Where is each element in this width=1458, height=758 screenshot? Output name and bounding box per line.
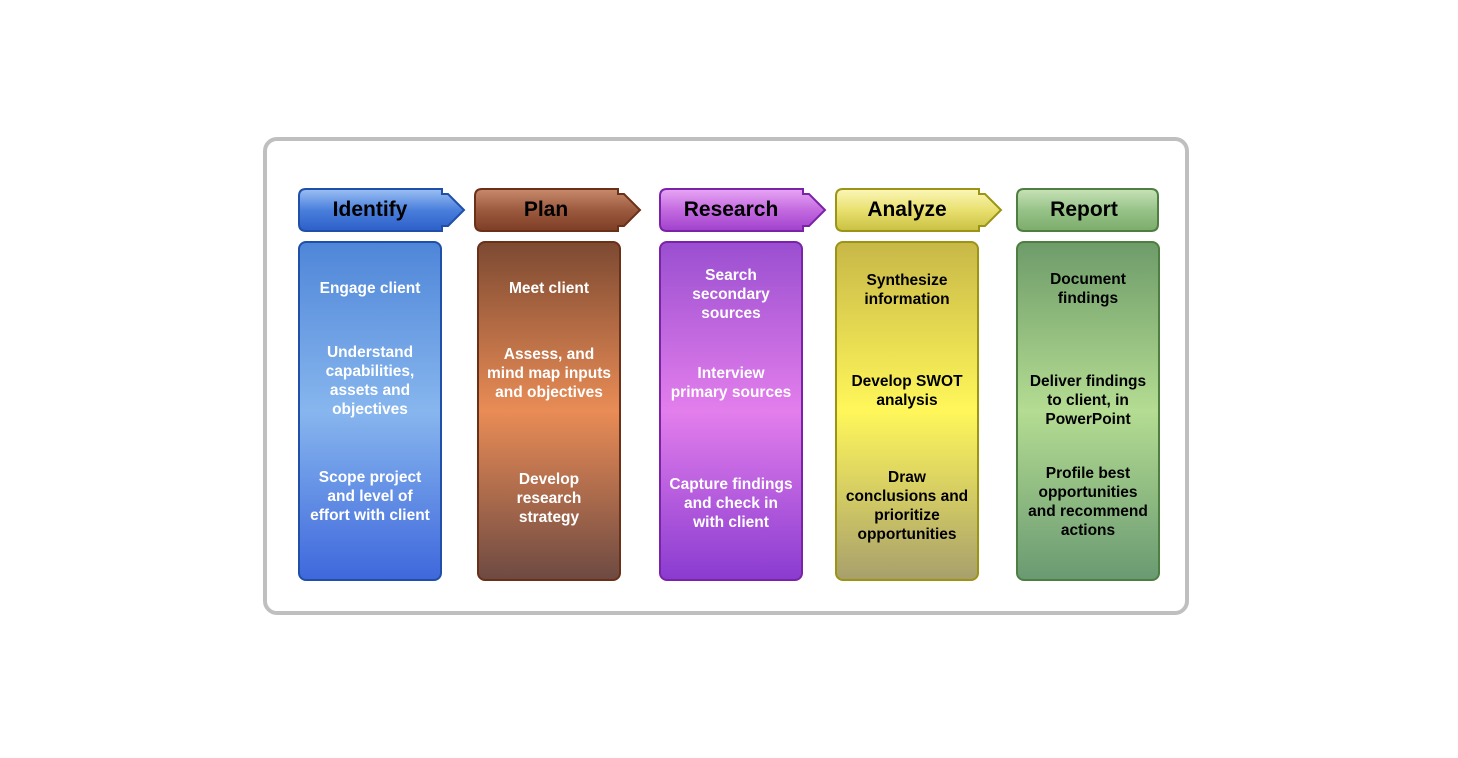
- stage-item: Synthesize information: [864, 272, 950, 308]
- stage-item: Interview primary sources: [670, 365, 792, 401]
- stage-item: Deliver findings to client, in PowerPoin…: [1029, 373, 1147, 428]
- stage-title: Plan: [523, 198, 569, 221]
- stage-header-identify: Identify: [298, 188, 466, 232]
- stage-item: Develop SWOT analysis: [851, 373, 963, 409]
- stage-header-report: Report: [1016, 188, 1160, 232]
- stage-body-identify: Engage client Understand capabilities, a…: [298, 241, 442, 581]
- stage-item: Document findings: [1050, 271, 1126, 307]
- stage-body-report: Document findings Deliver findings to cl…: [1016, 241, 1160, 581]
- stage-item: Profile best opportunities and recommend…: [1028, 465, 1148, 539]
- arrow-shape: [474, 188, 642, 232]
- arrow-shape: [835, 188, 1003, 232]
- stage-item: Understand capabilities, assets and obje…: [325, 344, 415, 418]
- stage-item: Engage client: [319, 280, 421, 297]
- arrow-shape: [659, 188, 827, 232]
- stage-header-analyze: Analyze: [835, 188, 1003, 232]
- stage-header-research: Research: [659, 188, 827, 232]
- stage-title: Analyze: [867, 198, 947, 221]
- stage-title: Research: [683, 198, 779, 221]
- stage-item: Draw conclusions and prioritize opportun…: [845, 469, 969, 543]
- stage-header-plan: Plan: [474, 188, 642, 232]
- stage-body-plan: Meet client Assess, and mind map inputs …: [477, 241, 621, 581]
- stage-title: Identify: [332, 198, 408, 221]
- stage-item: Assess, and mind map inputs and objectiv…: [487, 346, 611, 401]
- stage-item: Search secondary sources: [692, 267, 770, 322]
- stage-body-analyze: Synthesize information Develop SWOT anal…: [835, 241, 979, 581]
- stage-title: Report: [1050, 198, 1118, 221]
- stage-item: Meet client: [508, 280, 590, 297]
- stage-item: Capture findings and check in with clien…: [669, 476, 793, 531]
- box-shape: [1016, 188, 1159, 232]
- arrow-shape: [298, 188, 466, 232]
- stage-item: Scope project and level of effort with c…: [310, 469, 430, 524]
- stage-item: Develop research strategy: [516, 471, 582, 526]
- stage-body-research: Search secondary sources Interview prima…: [659, 241, 803, 581]
